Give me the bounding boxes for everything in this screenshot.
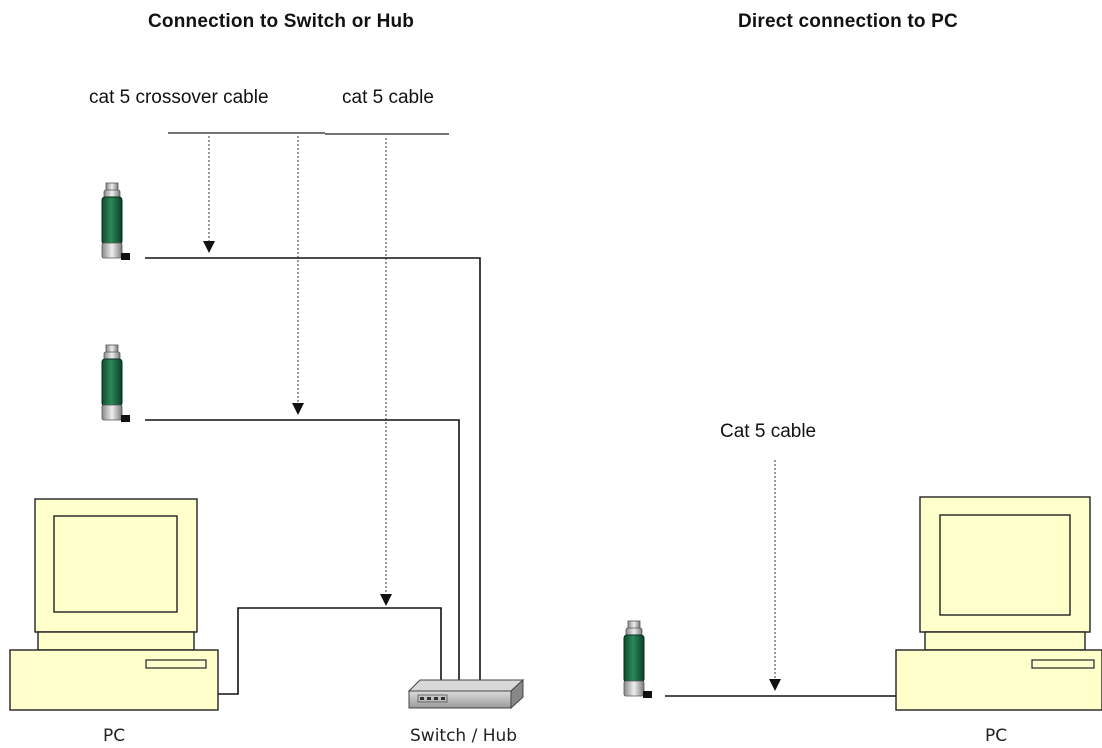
arrowhead-icon [380,594,392,606]
wire-pc-to-switch [218,607,442,695]
label-crossover-cable: cat 5 crossover cable [89,87,269,108]
wire-sensor-2-to-switch [145,419,460,692]
network-switch-icon [407,678,525,710]
sensor-device-icon [623,620,653,699]
leader-crossover-to-sensor-1 [203,136,215,253]
leader-cat5-right [769,460,781,691]
heading-direct-connection: Direct connection to PC [738,11,958,32]
sensor-device-icon [101,182,131,261]
label-cat5-cable-right: Cat 5 cable [720,421,816,442]
label-cat5-cable-left: cat 5 cable [342,87,434,108]
monitor-pc-icon [895,496,1102,711]
arrowhead-icon [292,403,304,415]
label-pc-right: PC [985,726,1007,746]
leader-cat5-to-pc [380,138,392,606]
wire-sensor-1-to-switch [145,257,481,692]
heading-switch-connection: Connection to Switch or Hub [148,11,414,32]
leader-crossover-to-sensor-2 [292,136,304,415]
arrowhead-icon [203,241,215,253]
monitor-pc-icon [9,498,219,711]
label-pc-left: PC [103,726,125,746]
label-switch-hub: Switch / Hub [410,726,517,746]
arrowhead-icon [769,679,781,691]
sensor-device-icon [101,344,131,423]
